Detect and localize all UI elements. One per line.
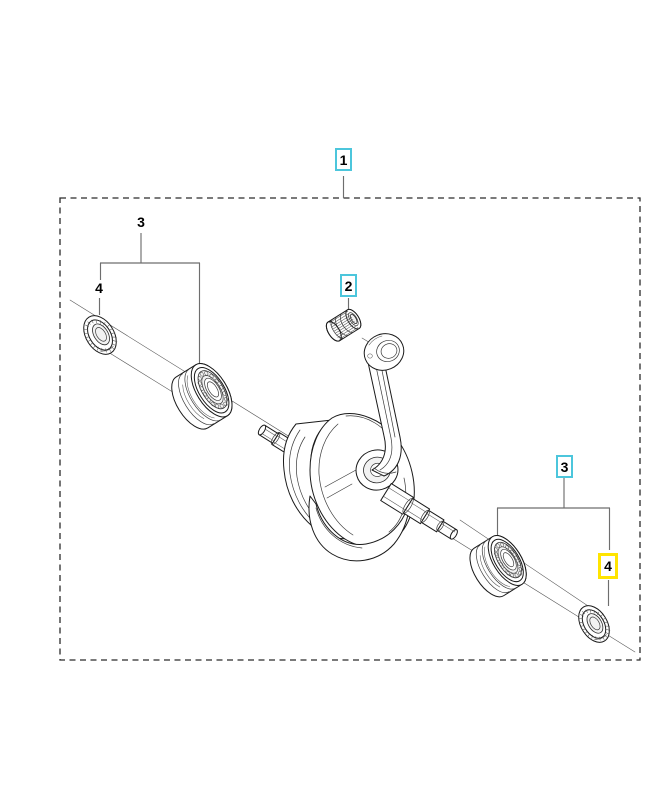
part-crankshaft-assembly xyxy=(257,333,458,562)
part-ball-bearing-left xyxy=(171,363,233,430)
counterweight-lobe xyxy=(308,495,411,562)
conrod-small-end xyxy=(363,333,405,371)
callout-label-3-left[interactable]: 3 xyxy=(137,214,145,230)
callout-label-4-left[interactable]: 4 xyxy=(95,280,103,296)
callout-label-2[interactable]: 2 xyxy=(340,274,357,297)
callout-label-4-right[interactable]: 4 xyxy=(598,553,618,579)
bracket-item-3-left xyxy=(99,233,201,372)
callout-label-3-right[interactable]: 3 xyxy=(556,455,573,478)
pointer-bearing-to-seal-right xyxy=(459,519,601,615)
part-ball-bearing-right xyxy=(469,535,527,598)
group-boundary-box xyxy=(59,197,641,661)
bracket-item-3-right xyxy=(496,477,611,550)
part-oil-seal-right xyxy=(578,605,611,643)
callout-label-1[interactable]: 1 xyxy=(335,148,352,171)
connecting-rod-shank xyxy=(365,346,402,477)
part-oil-seal-left xyxy=(83,315,118,355)
part-needle-roller-bearing xyxy=(325,308,362,342)
